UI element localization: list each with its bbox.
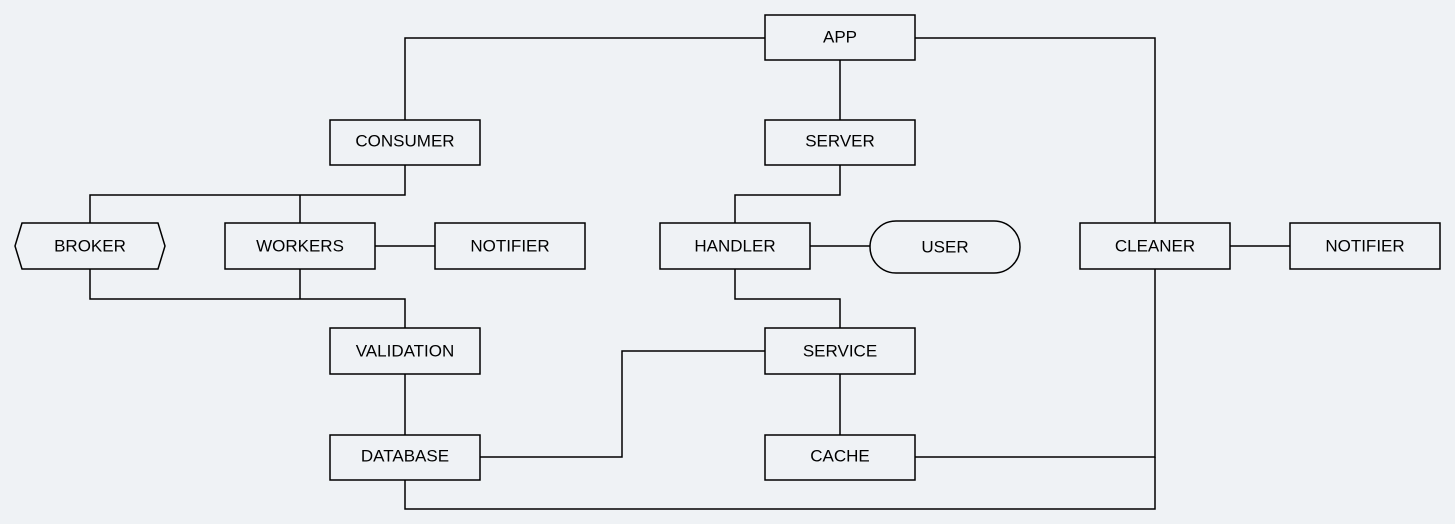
node-server: SERVER <box>764 119 916 166</box>
node-consumer: CONSUMER <box>329 119 481 166</box>
edge-cleaner-cache <box>915 269 1156 458</box>
edge-app-consumer <box>404 37 765 120</box>
node-notifier-left-label: NOTIFIER <box>470 236 549 255</box>
node-app-label: APP <box>823 27 857 46</box>
edge-server-handler <box>734 165 841 223</box>
node-service-label: SERVICE <box>803 341 877 360</box>
edge-cleaner-database <box>404 457 1156 510</box>
node-notifier-right-label: NOTIFIER <box>1325 236 1404 255</box>
node-cache-label: CACHE <box>810 446 870 465</box>
edge-handler-service <box>734 269 841 328</box>
node-handler: HANDLER <box>659 222 811 270</box>
edge-broker-validation <box>89 269 406 328</box>
node-cache: CACHE <box>764 434 916 481</box>
edge-app-cleaner <box>915 37 1156 223</box>
node-database-label: DATABASE <box>361 446 449 465</box>
node-validation-label: VALIDATION <box>356 341 455 360</box>
node-service: SERVICE <box>764 327 916 375</box>
node-consumer-label: CONSUMER <box>355 131 454 150</box>
node-broker: BROKER <box>14 222 166 270</box>
node-app: APP <box>764 14 916 61</box>
node-cleaner: CLEANER <box>1079 222 1231 270</box>
node-notifier-left: NOTIFIER <box>434 222 586 270</box>
edge-service-database <box>480 350 765 458</box>
node-database: DATABASE <box>329 434 481 481</box>
node-user: USER <box>869 220 1021 274</box>
node-server-label: SERVER <box>805 131 875 150</box>
node-handler-label: HANDLER <box>694 236 775 255</box>
node-workers-label: WORKERS <box>256 236 344 255</box>
node-validation: VALIDATION <box>329 327 481 375</box>
node-notifier-right: NOTIFIER <box>1289 222 1441 270</box>
node-cleaner-label: CLEANER <box>1115 236 1195 255</box>
node-workers: WORKERS <box>224 222 376 270</box>
node-user-label: USER <box>921 237 968 256</box>
edges <box>89 37 1290 510</box>
edge-consumer-broker <box>89 165 406 223</box>
node-broker-label: BROKER <box>54 236 126 255</box>
